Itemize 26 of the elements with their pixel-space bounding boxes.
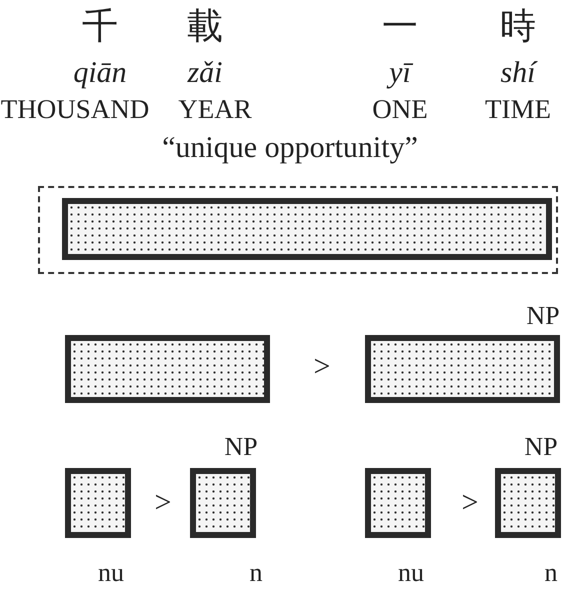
category-label: n bbox=[250, 560, 262, 586]
dotted-box bbox=[62, 198, 552, 260]
hanzi: 一 bbox=[382, 8, 418, 44]
relation-symbol: > bbox=[462, 488, 478, 518]
pinyin: qiān bbox=[73, 58, 127, 88]
category-label: NP bbox=[224, 434, 258, 460]
relation-symbol: > bbox=[154, 488, 172, 518]
gloss: ONE bbox=[372, 96, 428, 123]
gloss: YEAR bbox=[178, 96, 252, 123]
category-label: nu bbox=[98, 560, 124, 586]
pinyin: shí bbox=[500, 58, 536, 88]
pinyin: yī bbox=[389, 58, 411, 88]
relation-symbol: > bbox=[314, 352, 330, 382]
translation: “unique opportunity” bbox=[162, 133, 418, 163]
dashed-outline bbox=[38, 186, 558, 274]
category-label: NP bbox=[526, 303, 560, 329]
category-label: NP bbox=[524, 434, 558, 460]
gloss: TIME bbox=[485, 96, 551, 123]
category-label: n bbox=[544, 560, 558, 586]
hanzi: 千 bbox=[82, 8, 118, 44]
hanzi: 時 bbox=[500, 8, 536, 44]
hanzi: 載 bbox=[187, 8, 223, 44]
dotted-box bbox=[65, 335, 270, 403]
category-label: nu bbox=[398, 560, 424, 586]
gloss: THOUSAND bbox=[0, 96, 150, 123]
pinyin: zǎi bbox=[188, 58, 222, 88]
